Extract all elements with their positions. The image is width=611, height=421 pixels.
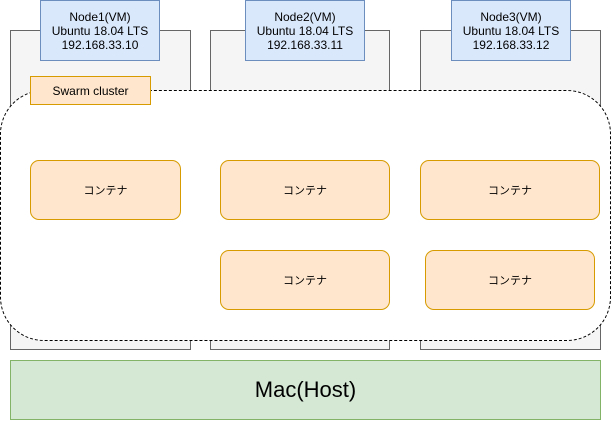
node3-name: Node3(VM): [480, 9, 542, 24]
swarm-cluster-label: Swarm cluster: [30, 76, 151, 105]
node1-name: Node1(VM): [69, 9, 131, 24]
node1-os: Ubuntu 18.04 LTS: [51, 23, 149, 38]
container-node3-a: コンテナ: [420, 160, 600, 220]
container-node3-b: コンテナ: [425, 250, 595, 310]
node3-os: Ubuntu 18.04 LTS: [462, 23, 560, 38]
container-node2-b: コンテナ: [220, 250, 390, 310]
node3-ip: 192.168.33.12: [472, 37, 550, 52]
node1-ip: 192.168.33.10: [61, 37, 139, 52]
node2-ip: 192.168.33.11: [267, 37, 343, 52]
mac-host-box: Mac(Host): [10, 360, 601, 420]
container-node1: コンテナ: [30, 160, 181, 220]
node3-label: Node3(VM) Ubuntu 18.04 LTS 192.168.33.12: [451, 0, 571, 61]
node1-label: Node1(VM) Ubuntu 18.04 LTS 192.168.33.10: [40, 0, 160, 61]
node2-label: Node2(VM) Ubuntu 18.04 LTS 192.168.33.11: [245, 0, 365, 61]
container-node2-a: コンテナ: [220, 160, 390, 220]
node2-name: Node2(VM): [274, 9, 336, 24]
node2-os: Ubuntu 18.04 LTS: [256, 23, 354, 38]
